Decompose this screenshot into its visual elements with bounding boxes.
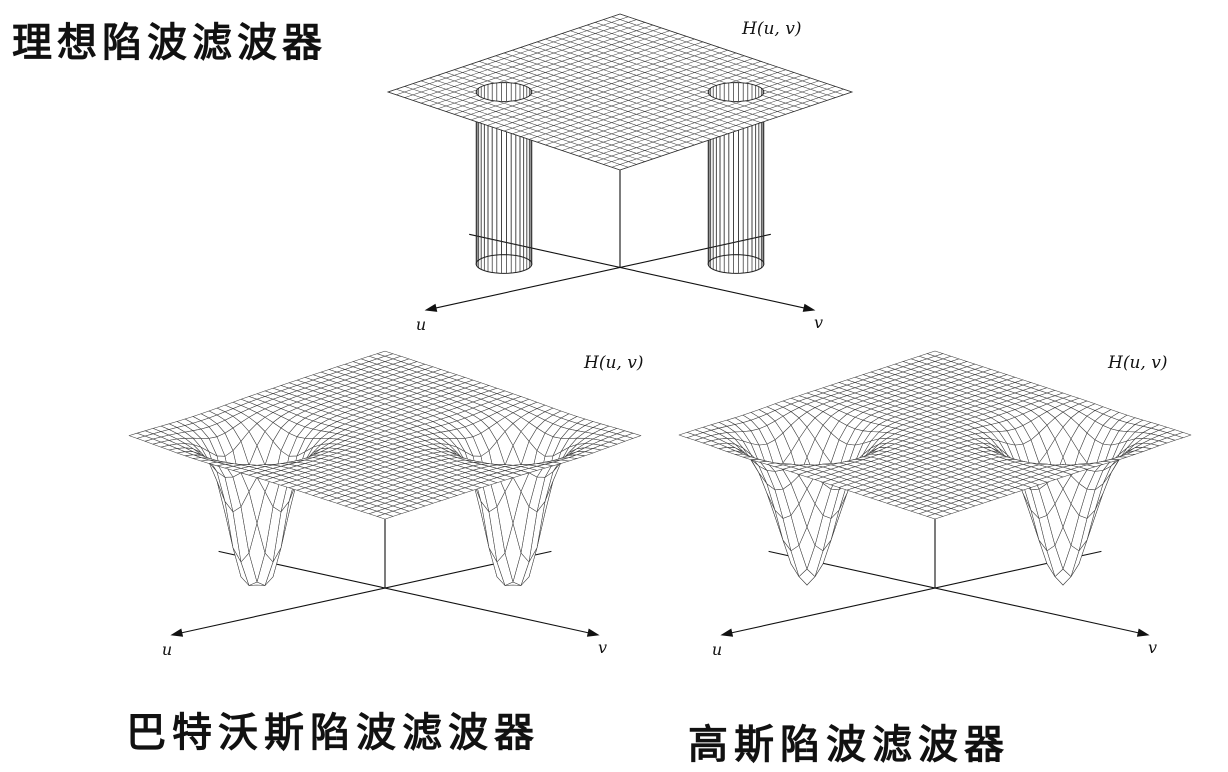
gaussian-surface-label: H(u, v) — [1107, 353, 1167, 373]
gaussian-u-axis-label: u — [712, 640, 722, 659]
butterworth-notch-plot — [128, 350, 642, 637]
butterworth-surface-label: H(u, v) — [583, 353, 643, 373]
gaussian-notch-plot — [678, 350, 1192, 637]
ideal-filter-title: 理想陷波滤波器 — [12, 19, 327, 66]
butterworth-v-axis-label: v — [598, 638, 607, 657]
ideal-surface-label: H(u, v) — [741, 19, 801, 39]
gaussian-v-axis-label: v — [1148, 638, 1157, 657]
butterworth-filter-caption: 巴特沃斯陷波滤波器 — [126, 709, 540, 756]
butterworth-u-axis-label: u — [162, 640, 172, 659]
ideal-u-axis-label: u — [416, 315, 426, 334]
ideal-v-axis-label: v — [814, 313, 823, 332]
gaussian-filter-caption: 高斯陷波滤波器 — [688, 721, 1010, 768]
ideal-notch-plot — [386, 13, 854, 312]
